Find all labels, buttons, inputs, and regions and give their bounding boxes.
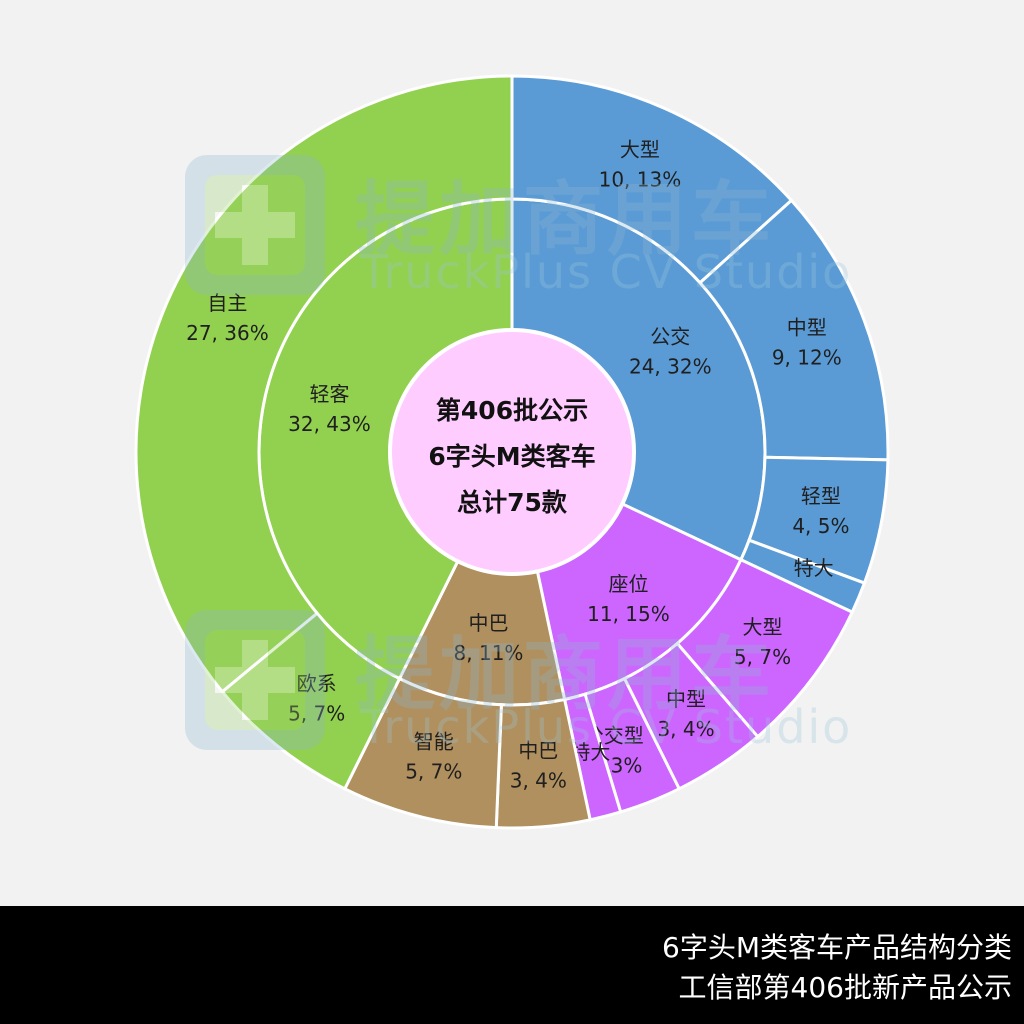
sunburst-chart: 公交 24, 32% 大型 10, 13% 中型 9, 12% 轻型 4, 5% 特大座位 11,…: [134, 74, 890, 830]
outer-label-轻客-自主-value: 27, 36%: [186, 321, 269, 345]
outer-label-中巴-智能-value: 5, 7%: [405, 760, 462, 784]
inner-label-公交-value: 24, 32%: [629, 355, 712, 379]
inner-label-公交-name: 公交: [650, 325, 690, 349]
center-circle: [388, 328, 636, 576]
outer-label-座位-大型-value: 5, 7%: [734, 645, 791, 669]
outer-label-公交-中型-name: 中型: [787, 315, 827, 339]
outer-label-中巴-中巴-value: 3, 4%: [510, 768, 567, 792]
outer-label-轻客-自主-name: 自主: [207, 291, 247, 315]
footer-subtitle: 工信部第406批新产品公示: [678, 971, 1012, 1004]
inner-label-轻客-value: 32, 43%: [288, 412, 371, 436]
outer-label-公交-特大-name: 特大: [794, 556, 834, 580]
center-label-line-2: 6字头M类客车: [428, 442, 595, 471]
outer-label-中巴-智能-name: 智能: [414, 730, 454, 754]
outer-label-座位-中型-value: 3, 4%: [657, 717, 714, 741]
outer-label-公交-轻型-name: 轻型: [801, 484, 841, 508]
outer-label-公交-大型-name: 大型: [620, 138, 660, 162]
center-label-line-3: 总计75款: [457, 488, 568, 517]
inner-label-轻客-name: 轻客: [309, 382, 349, 406]
inner-label-座位-value: 11, 15%: [587, 602, 670, 626]
outer-label-轻客-欧系-name: 欧系: [297, 671, 337, 695]
outer-label-座位-大型-name: 大型: [743, 615, 783, 639]
outer-label-公交-中型-value: 9, 12%: [772, 345, 842, 369]
outer-label-中巴-中巴-name: 中巴: [518, 738, 558, 762]
outer-segment-轻客-自主: [134, 74, 514, 694]
outer-label-公交-大型-value: 10, 13%: [599, 168, 682, 192]
footer-bar: 6字头M类客车产品结构分类 工信部第406批新产品公示: [0, 906, 1024, 1024]
outer-label-座位-中型-name: 中型: [666, 687, 706, 711]
inner-label-中巴-value: 8, 11%: [454, 641, 524, 665]
outer-label-轻客-欧系-value: 5, 7%: [288, 701, 345, 725]
inner-label-中巴-name: 中巴: [469, 611, 509, 635]
center-label-line-1: 第406批公示: [436, 396, 588, 425]
footer-title: 6字头M类客车产品结构分类: [662, 931, 1012, 964]
inner-label-座位-name: 座位: [608, 572, 648, 596]
outer-label-公交-轻型-value: 4, 5%: [792, 514, 849, 538]
